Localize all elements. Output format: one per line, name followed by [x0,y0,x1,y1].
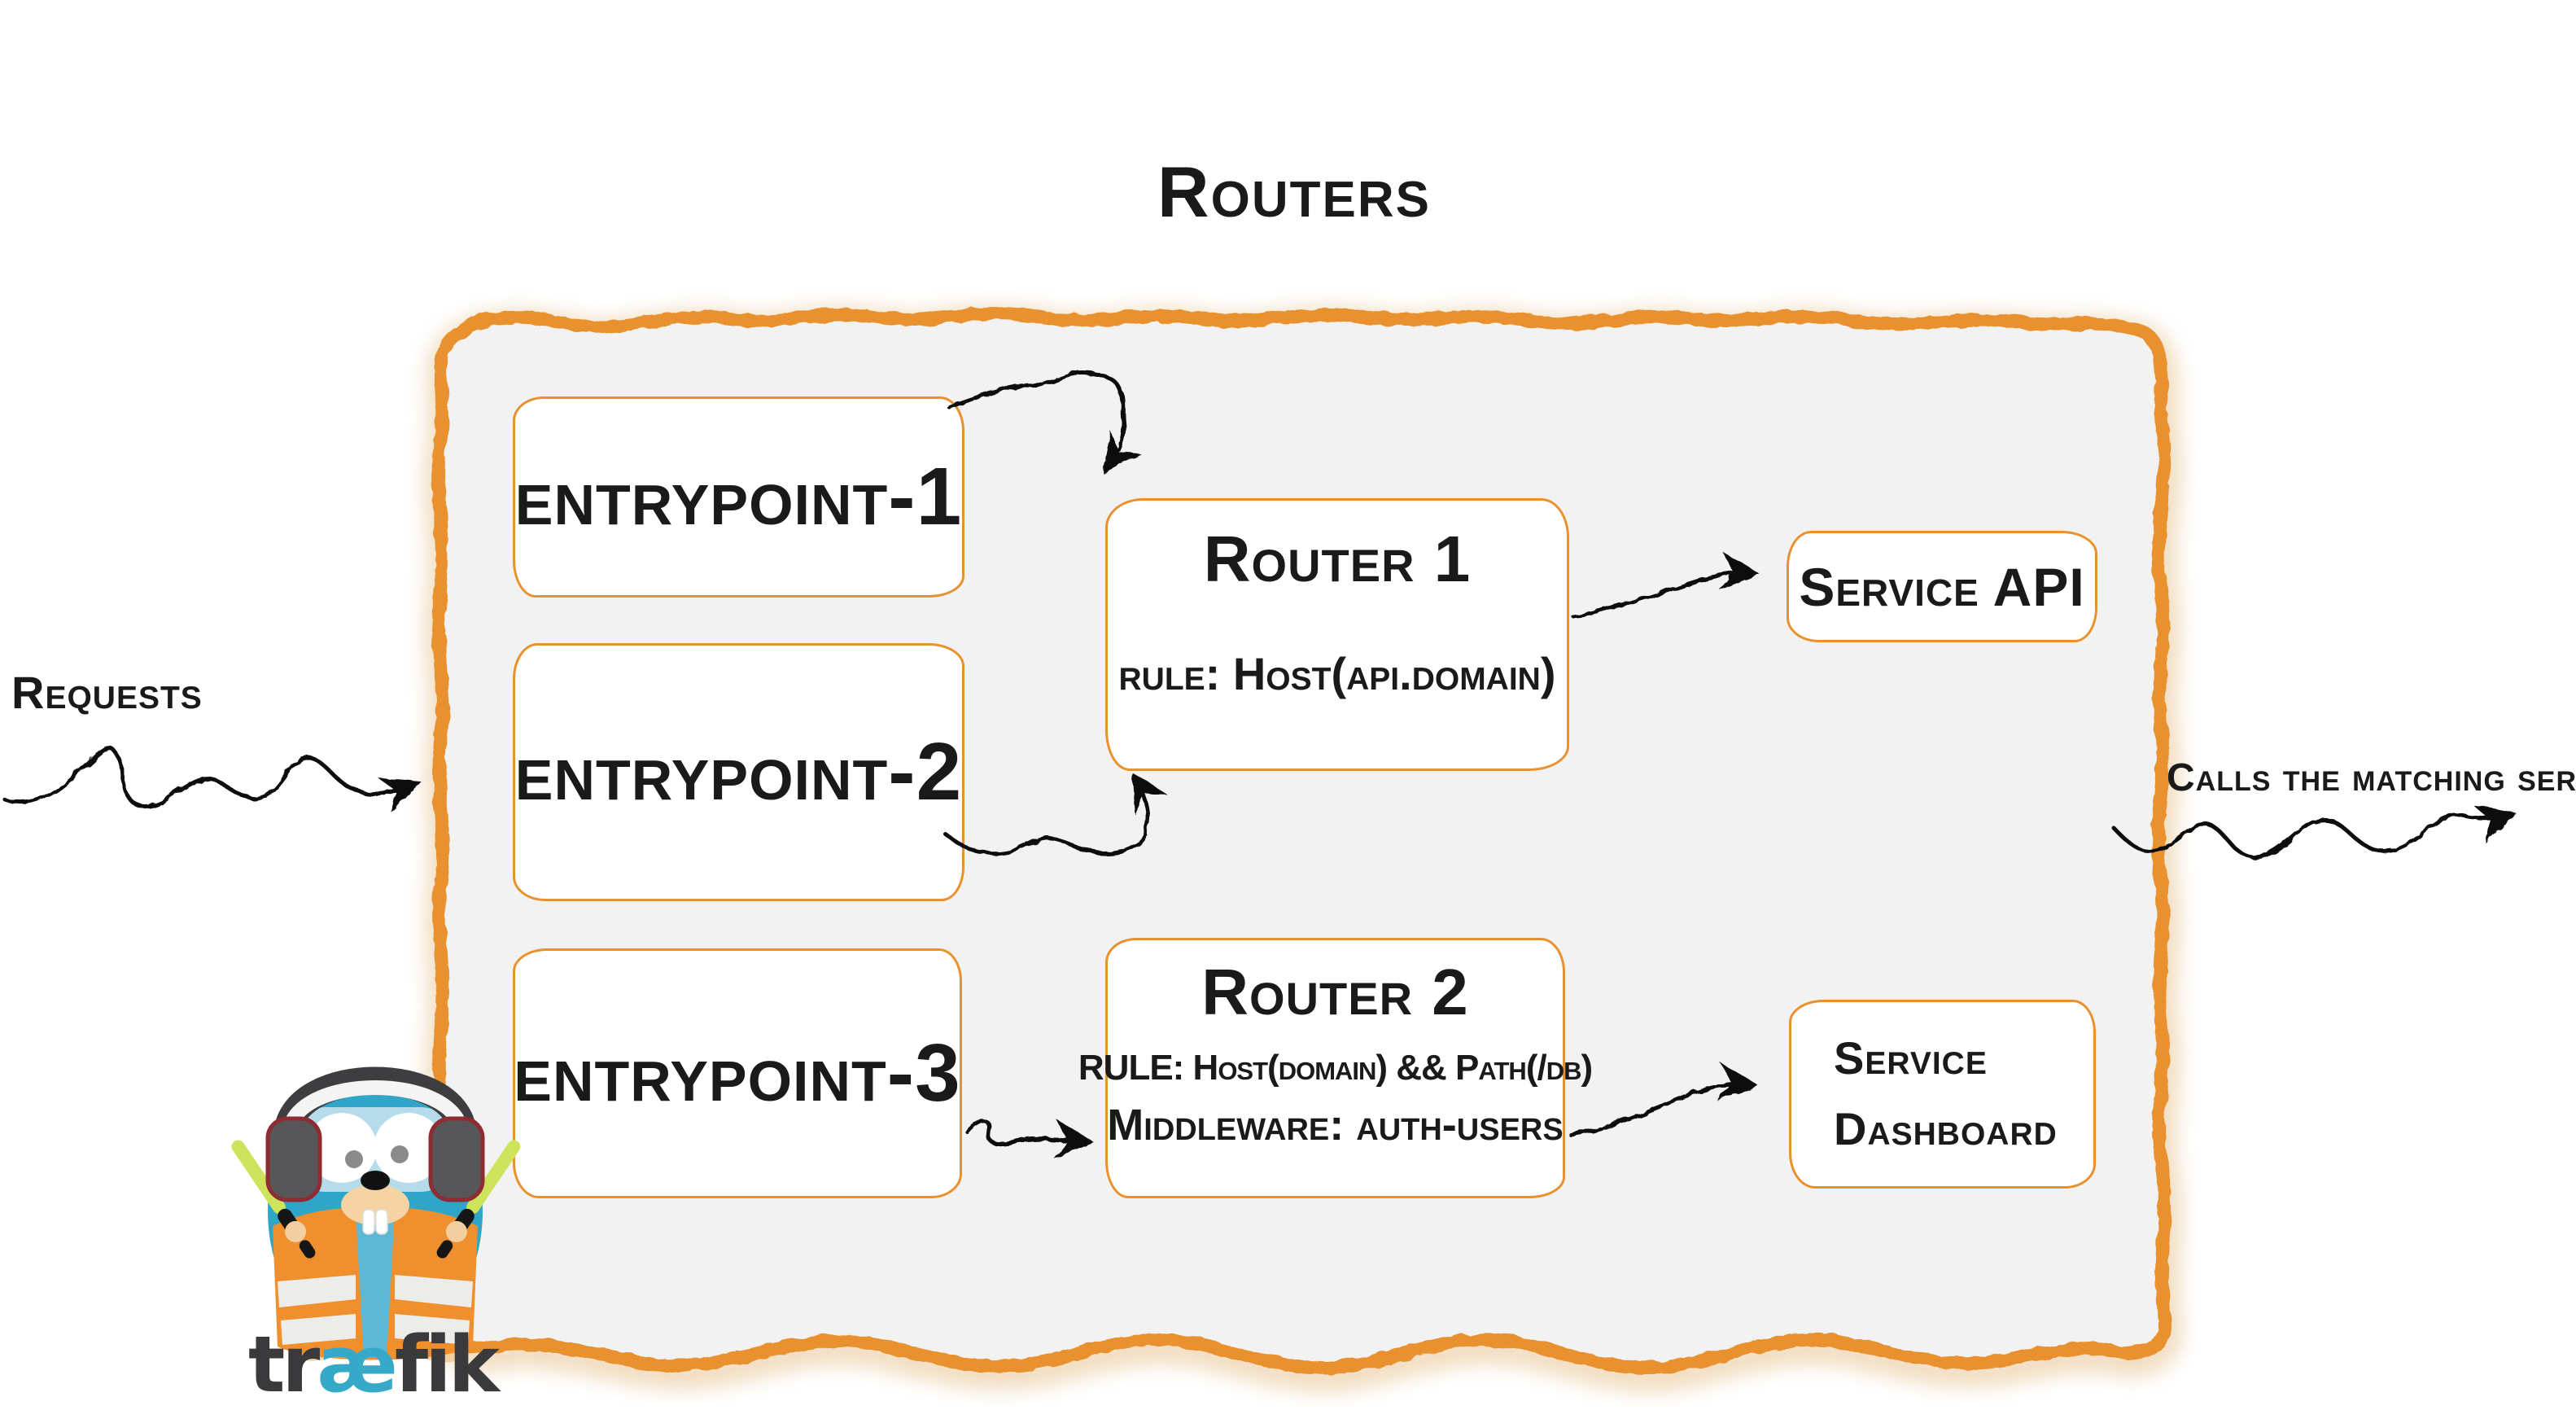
wordmark-tr: tr [248,1320,320,1410]
entrypoint2-to-router1-arrow [943,771,1168,856]
entrypoint-2-box: entrypoint-2 [513,643,964,901]
entrypoint1-to-router1-arrow [947,370,1142,474]
service-dashboard-line-1: Service [1834,1032,1988,1084]
router-1-rule: rule: Host(api.domain) [1118,648,1556,699]
entrypoint3-to-router2-arrow [964,1118,1094,1158]
gopher-safety-vest [273,1207,478,1360]
service-api-label: Service API [1799,556,2085,617]
service-dashboard-line-2: Dashboard [1834,1103,2058,1154]
gopher-right-baton [436,1140,521,1259]
router-2-middleware: Middleware: auth-users [1107,1101,1564,1149]
router-2-box: Router 2 RULE: Host(domain) && Path(/db)… [1078,938,1593,1198]
wordmark-ae: æ [317,1320,398,1410]
calls-matching-server-arrow [2112,805,2517,860]
router1-to-service-api-arrow [1572,551,1760,620]
wordmark-fik: fik [394,1320,500,1410]
service-dashboard-box: Service Dashboard [1789,1000,2096,1189]
entrypoint-3-box: entrypoint-3 [513,948,962,1198]
calls-matching-server-label: Calls the matching server [2167,756,2576,799]
router-2-title: Router 2 [1201,956,1469,1028]
gopher-headphones [265,1066,485,1202]
entrypoint-3-label: entrypoint-3 [514,1027,961,1119]
diagram-title: Routers [1157,151,1431,232]
requests-label: Requests [11,667,203,718]
traefik-wordmark: træfik [248,1320,500,1410]
gopher-muzzle [341,1171,409,1235]
entrypoint-1-label: entrypoint-1 [514,451,963,542]
router-2-rule: RULE: Host(domain) && Path(/db) [1078,1048,1593,1088]
router-1-title: Router 1 [1203,523,1472,595]
entrypoint-1-box: entrypoint-1 [513,396,964,598]
gopher-goggles [285,1107,461,1192]
router-1-box: Router 1 rule: Host(api.domain) [1105,498,1569,771]
service-api-box: Service API [1787,531,2097,642]
router2-to-service-dashboard-arrow [1568,1062,1758,1137]
requests-arrow [2,746,422,814]
traefik-gopher-mascot [231,1066,521,1363]
entrypoint-2-label: entrypoint-2 [514,726,963,817]
